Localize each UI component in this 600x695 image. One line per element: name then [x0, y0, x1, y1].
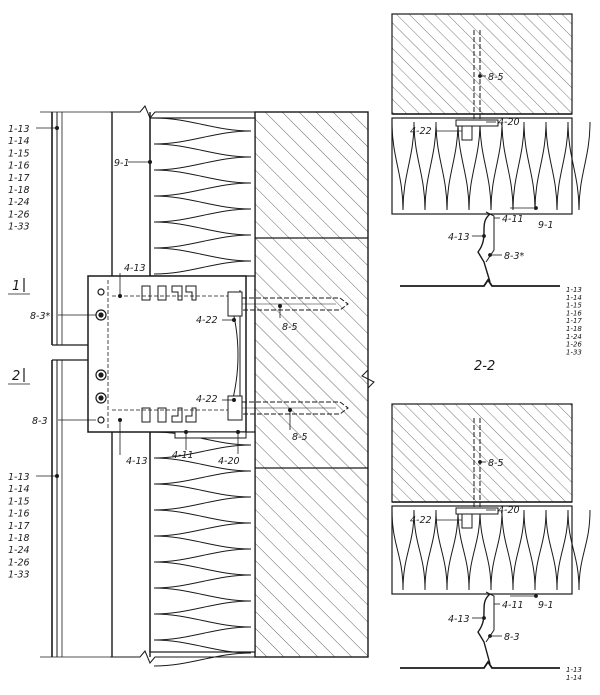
- stack-label: 1-33: [566, 348, 582, 356]
- stack-label: 1-13: [566, 666, 582, 674]
- insulation-wave: [153, 431, 252, 667]
- insulation-wave: [153, 117, 252, 275]
- stack-label: 1-16: [8, 161, 30, 172]
- stack-label: 1-24: [8, 545, 30, 556]
- label-rail: 4-11: [172, 450, 194, 461]
- stack-labels-right-lower: 1-131-14: [566, 666, 582, 682]
- label-bracket-top: 4-13: [124, 263, 146, 274]
- stack-label: 1-26: [8, 209, 30, 220]
- stack-label: 1-33: [8, 222, 30, 233]
- r2-label-bracket: 4-13: [448, 614, 470, 625]
- main-section: 1-131-141-151-161-171-181-241-261-33 1-1…: [8, 105, 375, 667]
- bracket-plate: [87, 275, 247, 433]
- label-anchor-bottom: 8-5: [292, 432, 308, 443]
- stack-label: 1-16: [566, 309, 582, 317]
- wall-concrete: [254, 111, 369, 658]
- stack-label: 1-14: [566, 294, 582, 302]
- section-mark-1: 1: [12, 279, 20, 294]
- label-anchor-top: 8-5: [282, 322, 298, 333]
- label-insulation: 9-1: [114, 158, 130, 169]
- stack-label: 1-16: [8, 509, 30, 520]
- r1-label-anchor: 8-5: [488, 72, 504, 83]
- stack-label: 1-26: [566, 341, 582, 349]
- r2-label-washer: 4-20: [498, 505, 520, 516]
- r2-label-plate: 4-22: [410, 515, 432, 526]
- stack-label: 1-17: [8, 173, 30, 184]
- stack-label: 1-15: [8, 148, 30, 159]
- stack-labels-bottom: 1-131-141-15 1-161-171-181-241-26 1-33: [8, 472, 30, 581]
- stack-label: 1-33: [8, 570, 30, 581]
- r1-label-bracket: 4-13: [448, 232, 470, 243]
- label-plate-bottom: 4-22: [196, 394, 218, 405]
- stack-label: 1-17: [566, 317, 582, 325]
- stack-label: 1-26: [8, 557, 30, 568]
- insulation-wave: [391, 121, 591, 211]
- r1-label-rivet: 8-3*: [504, 251, 525, 262]
- r2-label-anchor: 8-5: [488, 458, 504, 469]
- r2-label-insulation: 9-1: [538, 600, 554, 611]
- stack-label: 1-14: [8, 484, 30, 495]
- label-rivet-star: 8-3*: [30, 311, 51, 322]
- stack-label: 1-15: [566, 302, 582, 310]
- r1-label-washer: 4-20: [498, 117, 520, 128]
- label-washer: 4-20: [218, 456, 240, 467]
- section-2-2: 8-5 4-20 4-22 4-11 9-1 4-13 8-3 1-131-14: [391, 403, 591, 682]
- label-plate-top: 4-22: [196, 315, 218, 326]
- r2-label-rivet: 8-3: [504, 632, 520, 643]
- stack-label: 1-14: [8, 136, 30, 147]
- insulation-wave: [391, 509, 591, 591]
- anchor-upper: [227, 291, 349, 317]
- stack-label: 1-24: [566, 333, 582, 341]
- stack-label: 1-18: [566, 325, 582, 333]
- stack-label: 1-17: [8, 521, 30, 532]
- section-title-2-2: 2-2: [474, 359, 495, 374]
- stack-labels-top: 1-131-141-15 1-161-171-181-241-26 1-33: [8, 124, 30, 233]
- label-bracket-bottom: 4-13: [126, 456, 148, 467]
- stack-labels-right: 1-131-141-151-161-171-181-241-261-33: [566, 286, 582, 356]
- r1-label-insulation: 9-1: [538, 220, 554, 231]
- r2-label-rail: 4-11: [502, 600, 524, 611]
- stack-label: 1-13: [8, 124, 30, 135]
- section-mark-2: 2: [12, 369, 20, 384]
- r1-label-plate: 4-22: [410, 126, 432, 137]
- anchor-lower: [227, 395, 349, 421]
- stack-label: 1-18: [8, 185, 30, 196]
- label-rivet: 8-3: [32, 416, 48, 427]
- stack-label: 1-18: [8, 533, 30, 544]
- stack-label: 1-24: [8, 197, 30, 208]
- stack-label: 1-14: [566, 674, 582, 682]
- r1-label-rail: 4-11: [502, 214, 524, 225]
- stack-label: 1-15: [8, 496, 30, 507]
- section-1-1: 8-5 4-20 4-22 4-11 9-1 4-13 8-3* 1-131-1…: [391, 13, 591, 374]
- stack-label: 1-13: [8, 472, 30, 483]
- stack-label: 1-13: [566, 286, 582, 294]
